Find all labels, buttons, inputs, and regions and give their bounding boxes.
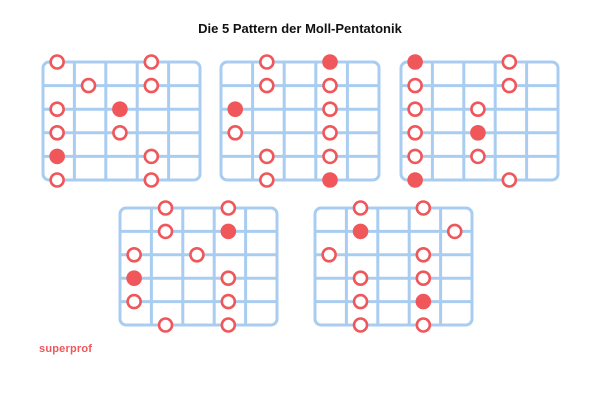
scale-note-dot (157, 317, 174, 333)
superprof-logo: superprof (39, 343, 93, 355)
scale-note-dot (322, 125, 338, 141)
scale-note-dot (259, 172, 275, 188)
scale-note-dot (501, 77, 518, 94)
root-note-dot (49, 148, 65, 165)
scale-note-dot (352, 317, 369, 333)
fretboard-frame (41, 60, 202, 182)
scale-note-dot (407, 101, 423, 117)
scale-note-dot (112, 125, 128, 141)
scale-note-dot (49, 172, 65, 188)
scale-note-dot (446, 223, 463, 240)
root-note-dot (415, 293, 432, 310)
scale-note-dot (49, 125, 65, 141)
root-note-dot (227, 101, 244, 117)
root-note-dot (220, 223, 237, 240)
scale-note-dot (352, 200, 369, 216)
scale-note-dot (415, 317, 432, 333)
root-note-dot (470, 125, 486, 141)
scale-note-dot (259, 54, 275, 70)
scale-note-dot (470, 148, 486, 165)
scale-note-dot (143, 77, 160, 94)
root-note-dot (322, 172, 338, 188)
scale-note-dot (49, 101, 65, 117)
scale-note-dot (501, 172, 518, 188)
scale-note-dot (259, 148, 275, 165)
root-note-dot (407, 172, 423, 188)
scale-note-dot (143, 148, 160, 165)
fretboard-frame (313, 206, 474, 327)
scale-note-dot (220, 317, 237, 333)
scale-note-dot (220, 200, 237, 216)
fretboard-pattern-5 (313, 200, 474, 333)
scale-note-dot (352, 270, 369, 287)
scale-note-dot (49, 54, 65, 70)
scale-note-dot (322, 77, 338, 94)
scale-note-dot (220, 270, 237, 287)
page-title: Die 5 Pattern der Moll-Pentatonik (198, 21, 402, 36)
fretboard-pattern-1 (41, 54, 202, 188)
scale-note-dot (322, 148, 338, 165)
scale-note-dot (322, 101, 338, 117)
root-note-dot (407, 54, 423, 70)
scale-note-dot (157, 200, 174, 216)
scale-note-dot (143, 54, 160, 70)
scale-note-dot (407, 125, 423, 141)
scale-note-dot (470, 101, 486, 117)
root-note-dot (322, 54, 338, 70)
scale-note-dot (126, 247, 142, 263)
root-note-dot (112, 101, 128, 117)
scale-note-dot (352, 293, 369, 310)
root-note-dot (352, 223, 369, 240)
scale-note-dot (259, 77, 275, 94)
scale-note-dot (407, 148, 423, 165)
scale-note-dot (321, 247, 337, 263)
scale-note-dot (415, 247, 432, 263)
scale-note-dot (80, 77, 97, 94)
scale-note-dot (407, 77, 423, 94)
fretboard-pattern-4 (118, 200, 279, 333)
scale-note-dot (157, 223, 174, 240)
scale-note-dot (220, 293, 237, 310)
fretboard-frame (399, 60, 560, 182)
fretboard-pattern-2 (219, 54, 381, 188)
root-note-dot (126, 270, 142, 287)
scale-note-dot (143, 172, 160, 188)
fretboard-frame (118, 206, 279, 327)
scale-note-dot (501, 54, 518, 70)
scale-note-dot (189, 247, 205, 263)
scale-note-dot (227, 125, 244, 141)
fretboard-pattern-3 (399, 54, 560, 188)
scale-note-dot (126, 293, 142, 310)
scale-note-dot (415, 270, 432, 287)
scale-note-dot (415, 200, 432, 216)
fretboard-frame (219, 60, 381, 182)
